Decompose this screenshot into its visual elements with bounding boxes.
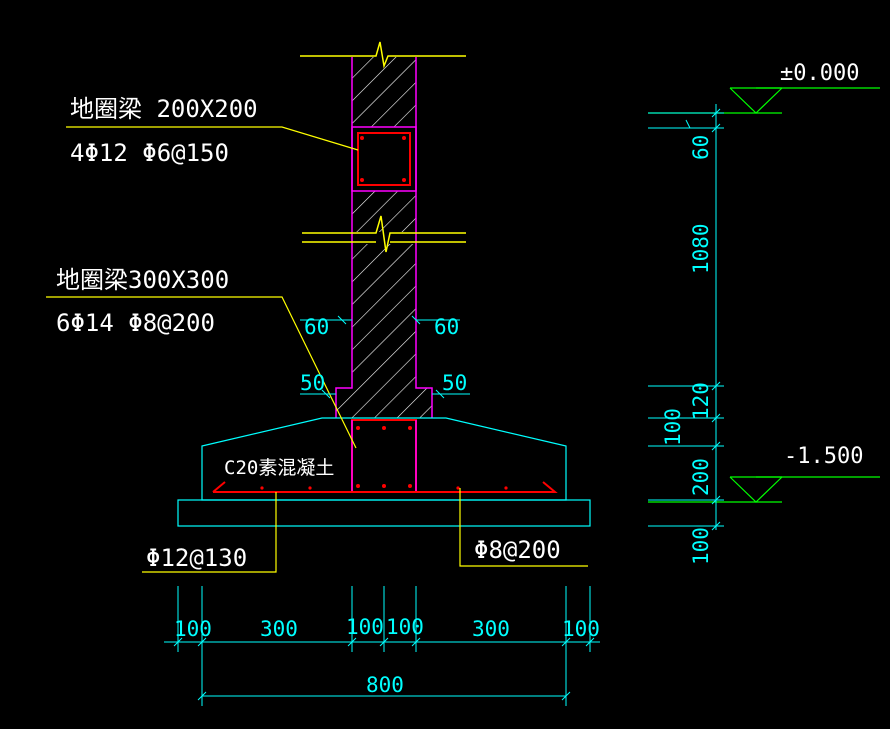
dim-v-5: 200: [689, 458, 713, 496]
vertical-dim-lines: [648, 104, 724, 531]
dim-v-2: 1080: [689, 223, 713, 274]
leader-beam1: [66, 126, 359, 151]
dim-v-4: 100: [661, 408, 685, 446]
dim-h-3: 100: [346, 615, 384, 639]
dim-step-right: 50: [442, 371, 467, 395]
elevation-bottom-label: -1.500: [784, 444, 863, 469]
beam2-title: 地圈梁300X300: [56, 266, 229, 294]
dim-v-3: 120: [689, 382, 713, 420]
dim-v-1: 60: [689, 135, 713, 160]
dim-offset-right: 60: [434, 315, 459, 339]
beam1-rebar: 4Φ12 Φ6@150: [70, 139, 229, 167]
concrete-label: C20素混凝土: [224, 457, 334, 479]
rebar-right-label: Φ8@200: [474, 536, 561, 564]
elevation-top-symbol: [648, 87, 880, 114]
dim-h-2: 300: [260, 617, 298, 641]
leader-rebar-right: [459, 488, 588, 567]
dim-h-1: 100: [174, 617, 212, 641]
dim-h-6: 100: [562, 617, 600, 641]
leader-rebar-left: [142, 492, 277, 573]
ring-beam-200: [351, 126, 417, 192]
dim-v-6: 100: [689, 527, 713, 565]
dim-h-5: 300: [472, 617, 510, 641]
dim-step-left: 50: [300, 371, 325, 395]
beam2-rebar: 6Φ14 Φ8@200: [56, 309, 215, 337]
horizontal-dim-lines: [164, 586, 600, 706]
column-section: [335, 57, 433, 492]
dim-offset-left: 60: [304, 315, 329, 339]
leader-beam2: [46, 296, 357, 449]
dim-h-total: 800: [366, 673, 404, 697]
elevation-bottom-symbol: [648, 476, 880, 503]
offset-dims: [300, 315, 470, 399]
beam1-title: 地圈梁 200X200: [70, 95, 258, 123]
concrete-footing: [177, 417, 591, 527]
rebar-left-label: Φ12@130: [146, 544, 247, 572]
dim-h-4: 100: [386, 615, 424, 639]
top-break-line: [300, 41, 466, 69]
elevation-top-label: ±0.000: [780, 61, 859, 86]
middle-break-line: [302, 215, 466, 253]
